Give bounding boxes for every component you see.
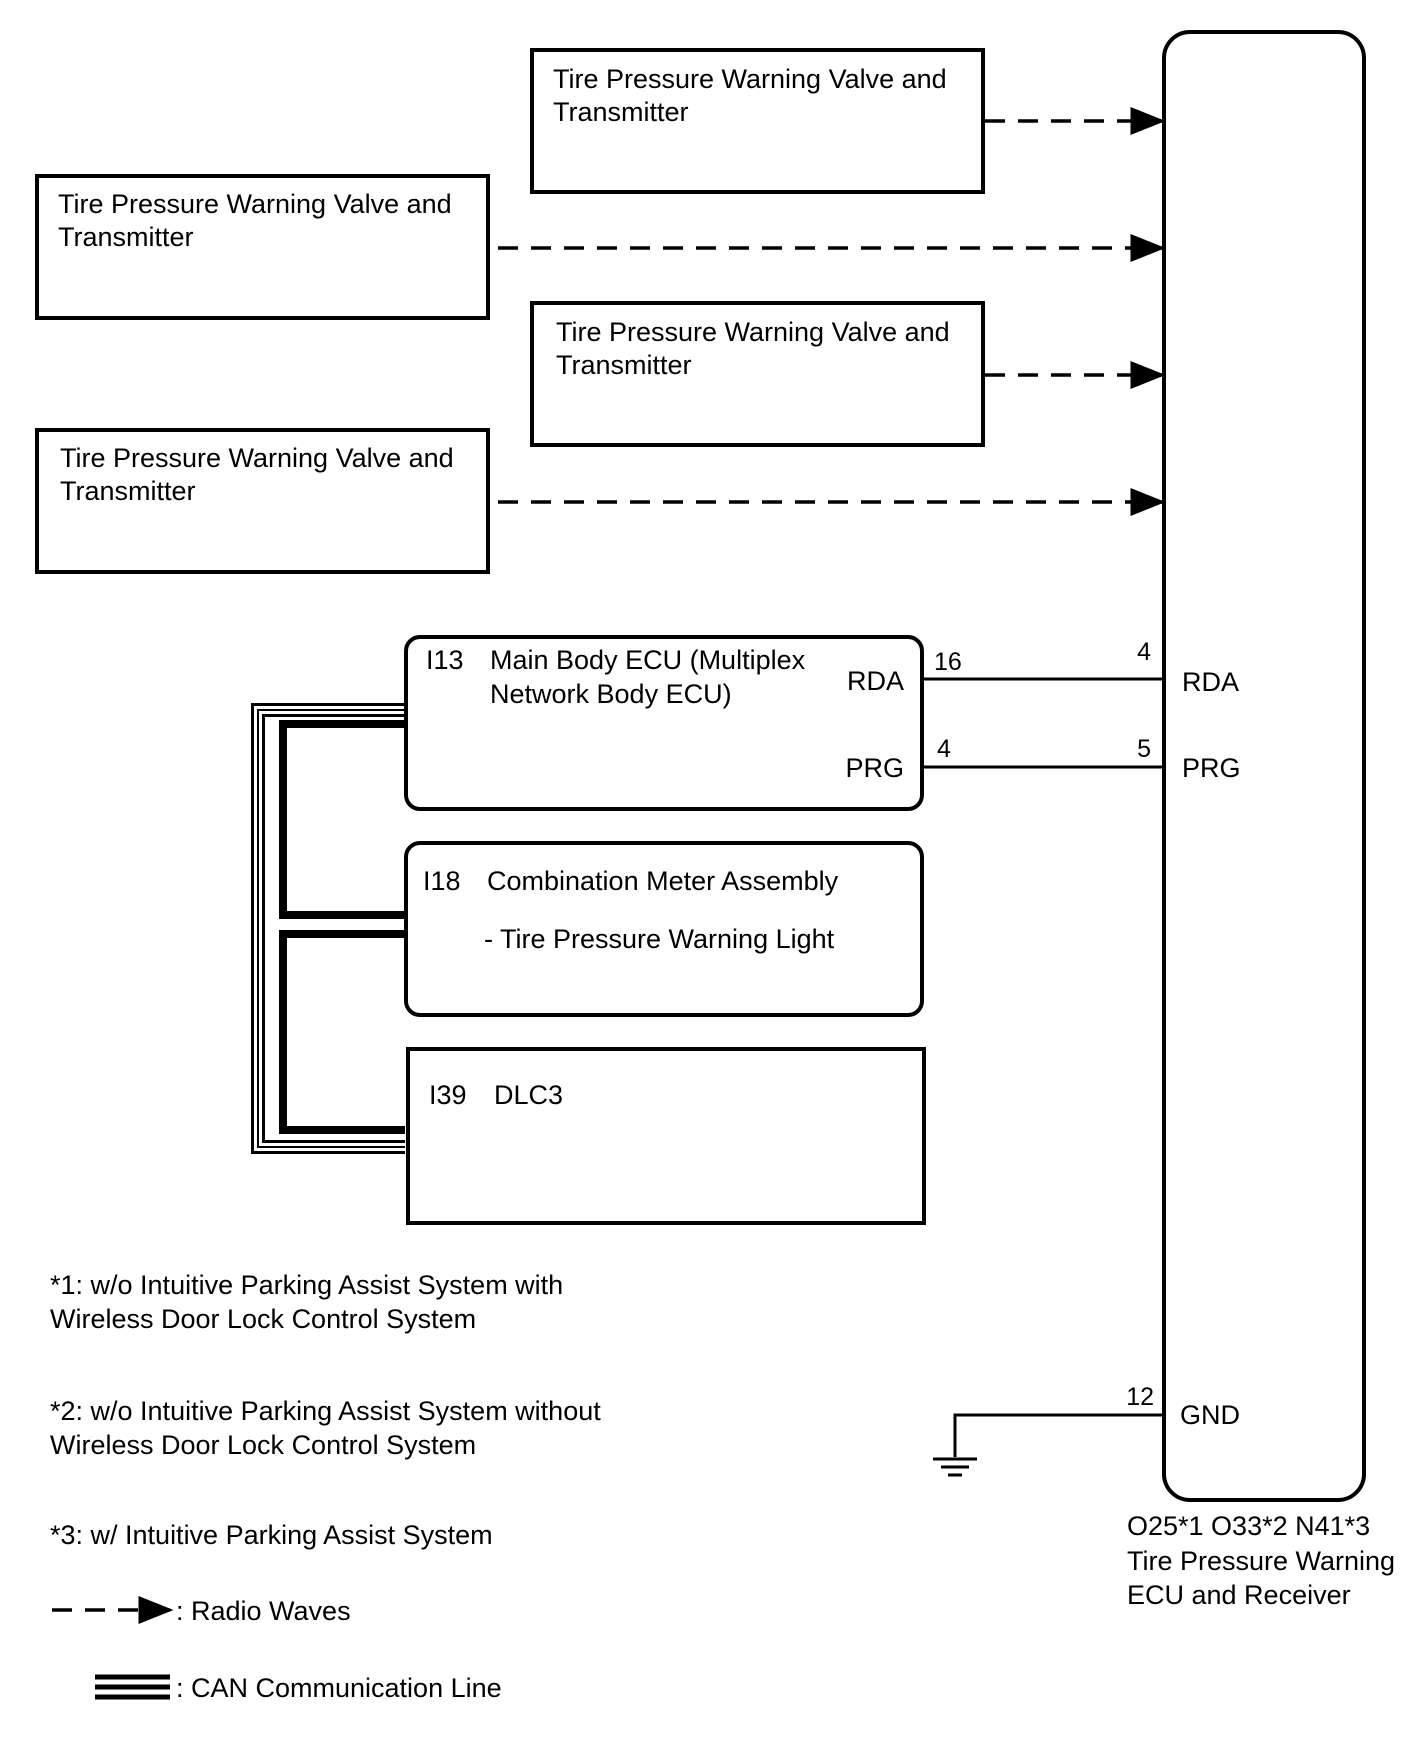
main-body-ecu: I13 Main Body ECU (Multiplex Network Bod… (404, 635, 924, 811)
gnd-wire (953, 1413, 1162, 1457)
combination-meter-name: Combination Meter Assembly (487, 866, 839, 896)
transmitter-1-label-line2: Transmitter (553, 97, 689, 127)
note-2-line2: Wireless Door Lock Control System (50, 1430, 476, 1460)
receiver-prg-pin-number: 5 (1137, 735, 1151, 763)
receiver-gnd-pin-number: 12 (1126, 1383, 1154, 1411)
note-1-line2: Wireless Door Lock Control System (50, 1304, 476, 1334)
receiver-rda-pin-number: 4 (1137, 638, 1151, 666)
note-1-line1: *1: w/o Intuitive Parking Assist System … (50, 1270, 563, 1300)
dlc3: I39 DLC3 (406, 1047, 926, 1225)
receiver-prg-label: PRG (1182, 753, 1241, 783)
note-3-line1: *3: w/ Intuitive Parking Assist System (50, 1520, 493, 1550)
combination-meter-connector: I18 (423, 866, 461, 896)
transmitter-2-label-line2: Transmitter (58, 222, 194, 252)
ecu-prg-pin-number: 4 (937, 735, 951, 763)
ecu-rda-pin-number: 16 (934, 648, 962, 676)
main-body-ecu-connector: I13 (426, 645, 464, 675)
main-body-ecu-prg-label: PRG (845, 753, 904, 783)
transmitter-2-label-line1: Tire Pressure Warning Valve and (58, 189, 452, 219)
dlc3-connector: I39 (429, 1080, 467, 1110)
legend-can-symbol (95, 1674, 170, 1700)
combination-meter-sub: - Tire Pressure Warning Light (484, 924, 835, 954)
main-body-ecu-rda-label: RDA (847, 666, 904, 696)
can-bus (251, 703, 405, 1154)
receiver-rda-label: RDA (1182, 667, 1239, 697)
transmitter-2: Tire Pressure Warning Valve and Transmit… (35, 174, 490, 320)
receiver-gnd-label: GND (1180, 1400, 1240, 1430)
transmitter-1: Tire Pressure Warning Valve and Transmit… (530, 48, 985, 194)
legend-can-label: : CAN Communication Line (176, 1673, 502, 1703)
transmitter-4: Tire Pressure Warning Valve and Transmit… (35, 428, 490, 574)
transmitter-4-label-line1: Tire Pressure Warning Valve and (60, 443, 454, 473)
ground-symbol (933, 1457, 977, 1477)
receiver-caption-line3: ECU and Receiver (1127, 1580, 1351, 1610)
receiver-caption-line2: Tire Pressure Warning (1127, 1546, 1395, 1576)
receiver-caption-line1: O25*1 O33*2 N41*3 (1127, 1511, 1370, 1541)
transmitter-4-label-line2: Transmitter (60, 476, 196, 506)
main-body-ecu-name-line2: Network Body ECU) (490, 679, 732, 709)
transmitter-3-label-line1: Tire Pressure Warning Valve and (556, 317, 950, 347)
main-body-ecu-name-line1: Main Body ECU (Multiplex (490, 645, 806, 675)
note-2-line1: *2: w/o Intuitive Parking Assist System … (50, 1396, 601, 1426)
combination-meter: I18 Combination Meter Assembly - Tire Pr… (404, 841, 924, 1017)
legend-radio-label: : Radio Waves (176, 1596, 351, 1626)
dlc3-name: DLC3 (494, 1080, 563, 1110)
transmitter-3-label-line2: Transmitter (556, 350, 692, 380)
receiver-box (1162, 30, 1366, 1502)
transmitter-1-label-line1: Tire Pressure Warning Valve and (553, 64, 947, 94)
transmitter-3: Tire Pressure Warning Valve and Transmit… (530, 301, 985, 447)
